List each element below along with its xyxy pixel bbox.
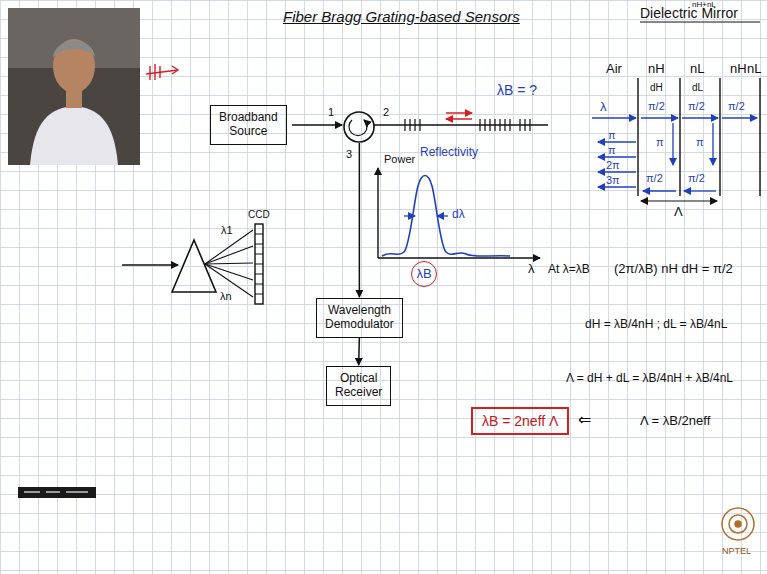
node-text: Optical Receiver — [335, 372, 382, 400]
dispersed-rays — [205, 230, 253, 297]
process-box: Optical Receiver — [326, 366, 391, 406]
timestamp-bar — [18, 487, 96, 498]
equation: Λ = dH + dL = λB/4nH + λB/4nL — [566, 372, 733, 386]
process-box: Wavelength Demodulator — [316, 298, 403, 338]
index-note: nH+nL — [692, 0, 716, 9]
index-label: nL — [690, 62, 704, 77]
slide-title: Fiber Bragg Grating-based Sensors — [283, 8, 520, 25]
phase-label: π/2 — [688, 172, 705, 185]
port-number: 2 — [383, 106, 389, 119]
signal-mark — [146, 64, 178, 80]
circulator — [344, 112, 374, 142]
phase-label: π/2 — [646, 172, 663, 185]
phase-label: 2π — [606, 159, 620, 172]
phase-label: π/2 — [688, 100, 705, 113]
reflectivity-curve — [382, 176, 510, 257]
wavelength-label: λn — [220, 290, 232, 303]
port-number: 1 — [328, 106, 334, 119]
result-box: λB = 2neff Λ — [471, 407, 569, 435]
node-text: Wavelength Demodulator — [325, 304, 394, 332]
node-text: λB = 2neff Λ — [482, 413, 558, 429]
underline — [640, 22, 760, 23]
phase-label: π — [656, 136, 664, 149]
heading-label: Dielectric Mirror — [640, 5, 738, 21]
mirror-layers — [638, 78, 760, 196]
index-label: nH — [648, 62, 665, 77]
ccd-array — [255, 224, 263, 304]
bandwidth-label: dλ — [452, 208, 465, 222]
equation: dH = λB/4nH ; dL = λB/4nL — [585, 318, 727, 332]
phase-label: π/2 — [648, 100, 665, 113]
wavelength-label: λB = ? — [497, 82, 537, 98]
phase-label: π — [608, 144, 616, 157]
equation: (2π/λB) nH dH = π/2 — [614, 262, 733, 277]
period-label: Λ — [674, 205, 683, 220]
video-thumbnail — [8, 8, 140, 165]
phase-label: π/2 — [728, 100, 745, 113]
index-label: nH — [730, 62, 747, 77]
flow-arrow — [358, 338, 360, 365]
implication-arrow: ⇐ — [578, 411, 591, 429]
logo-text: NPTEL — [722, 546, 751, 556]
highlight-circle: λB — [411, 261, 437, 287]
wavelength-label: λ — [600, 100, 607, 115]
grating — [405, 119, 530, 131]
nptel-logo — [722, 508, 754, 540]
axis-label: Power — [384, 153, 415, 166]
port-number: 3 — [346, 148, 352, 161]
phase-label: π — [696, 136, 704, 149]
thickness-label: dL — [692, 82, 703, 94]
axis-label: λ — [528, 262, 535, 277]
condition-note: At λ=λB — [548, 263, 590, 277]
phase-label: 3π — [606, 174, 620, 187]
equation: Λ = λB/2neff — [640, 414, 710, 429]
node-text: Broadband Source — [219, 111, 278, 139]
port-lead — [359, 143, 361, 297]
detector-label: CCD — [248, 209, 270, 221]
fiber — [374, 124, 548, 126]
phase-label: π — [608, 129, 616, 142]
wavelength-label: λ1 — [221, 224, 233, 237]
medium-label: Air — [606, 62, 622, 77]
process-box: Broadband Source — [210, 105, 287, 145]
node-text: λB — [416, 267, 431, 282]
thickness-label: dH — [650, 82, 663, 94]
index-label: nL — [747, 62, 761, 77]
curve-label: Reflectivity — [420, 146, 478, 160]
